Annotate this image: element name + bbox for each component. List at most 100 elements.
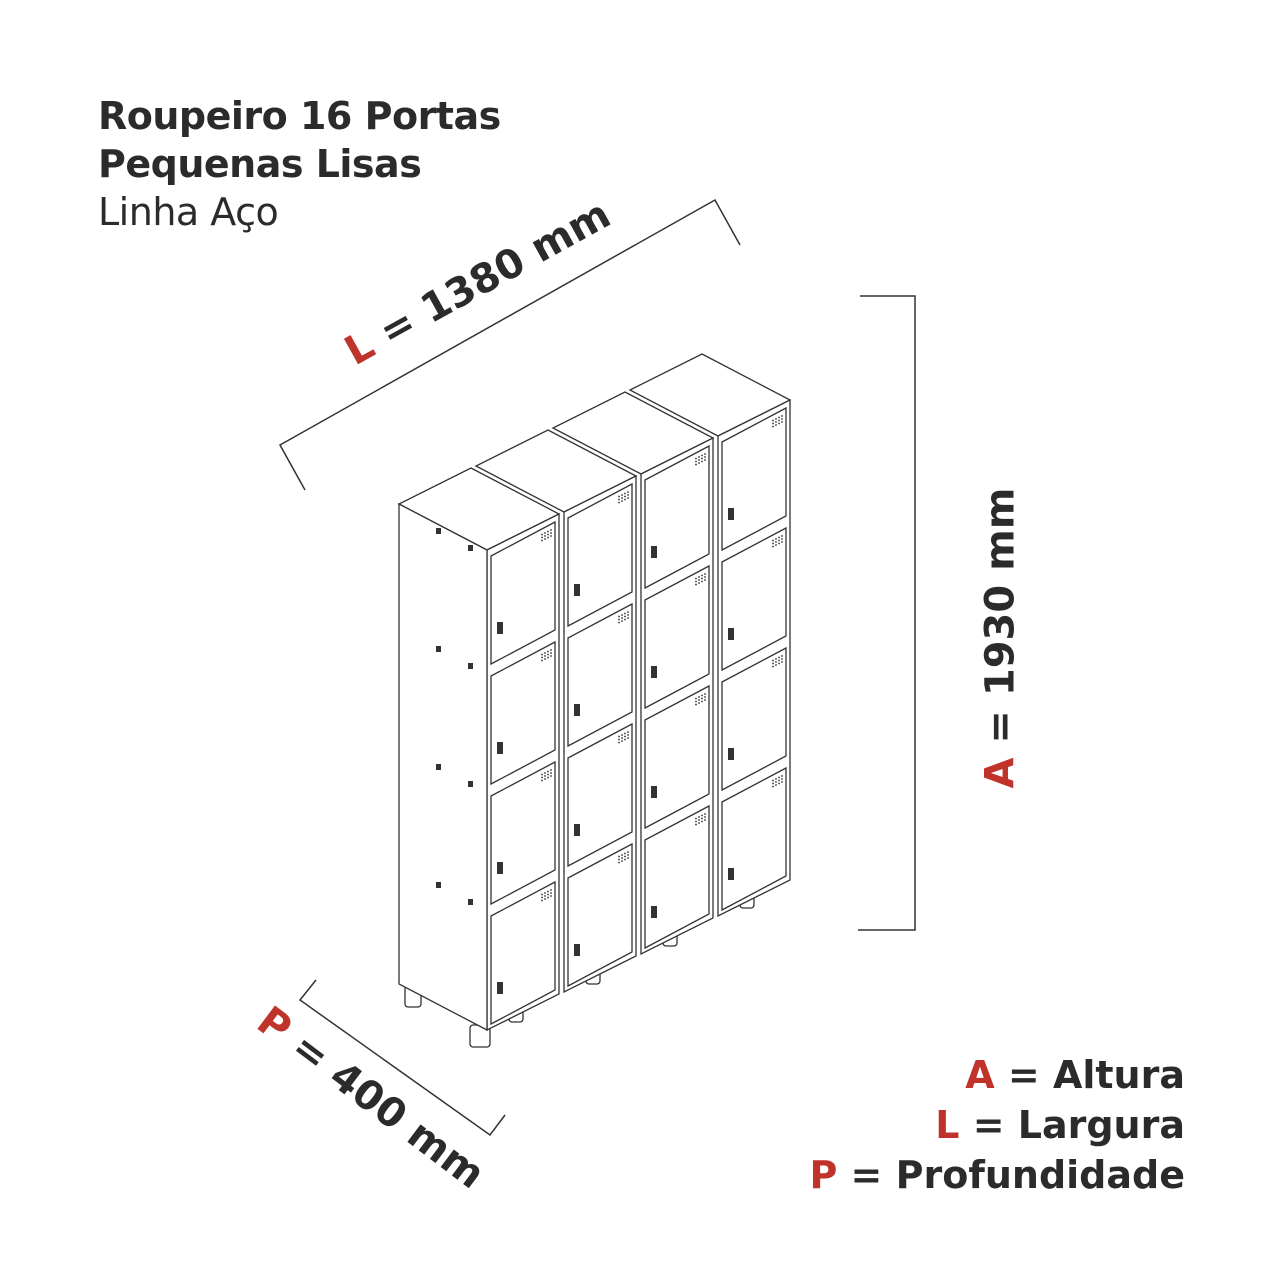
vent-hole [550, 649, 552, 651]
side-panel [398, 502, 488, 1032]
vent-hole [547, 770, 549, 773]
vent-hole [547, 773, 549, 776]
vent-hole [698, 462, 700, 464]
vent-hole [624, 612, 626, 615]
lock-icon [651, 786, 657, 798]
vent-hole [550, 769, 552, 771]
vent-hole [775, 664, 777, 666]
vent-hole [618, 615, 620, 618]
vent-hole [627, 614, 629, 616]
vent-hole [624, 852, 626, 855]
vent-hole [621, 857, 623, 859]
vent-hole [772, 782, 774, 785]
vent-hole [621, 740, 623, 742]
lock-icon [651, 666, 657, 678]
vent-hole [781, 778, 783, 780]
vent-hole [624, 732, 626, 735]
vent-hole [544, 655, 546, 657]
vent-hole [618, 855, 620, 858]
vent-hole [698, 456, 700, 458]
vent-hole [624, 738, 626, 741]
vent-hole [544, 532, 546, 534]
vent-hole [618, 861, 620, 864]
vent-hole [704, 456, 706, 458]
vent-hole [704, 696, 706, 698]
vent-hole [778, 779, 780, 782]
locker-door [721, 406, 787, 552]
vent-hole [772, 539, 774, 542]
vent-hole [621, 734, 623, 736]
vent-hole [627, 611, 629, 613]
vent-hole [704, 453, 706, 455]
vent-hole [627, 737, 629, 739]
side-bolt [468, 781, 473, 787]
vent-hole [701, 694, 703, 697]
vent-hole [701, 817, 703, 820]
vent-hole [695, 823, 697, 826]
vent-hole [778, 419, 780, 422]
vent-hole [778, 776, 780, 779]
lock-icon [728, 868, 734, 880]
lock-icon [574, 944, 580, 956]
lock-icon [574, 824, 580, 836]
vent-hole [698, 816, 700, 818]
vent-hole [550, 652, 552, 654]
vent-hole [695, 700, 697, 703]
vent-hole [781, 541, 783, 543]
vent-hole [541, 539, 543, 542]
locker-unit [397, 353, 792, 1048]
vent-hole [704, 573, 706, 575]
vent-hole [772, 422, 774, 425]
vent-hole [695, 820, 697, 823]
legend-item-profundidade: P = Profundidade [809, 1153, 1185, 1197]
vent-hole [695, 577, 697, 580]
vent-hole [618, 618, 620, 621]
vent-hole [775, 544, 777, 546]
depth-dimension-line [298, 979, 506, 1137]
vent-hole [698, 819, 700, 821]
vent-hole [550, 775, 552, 777]
vent-hole [547, 893, 549, 896]
vent-hole [701, 574, 703, 577]
locker-door [721, 526, 787, 672]
vent-hole [618, 735, 620, 738]
vent-hole [621, 737, 623, 739]
vent-hole [701, 697, 703, 700]
vent-hole [772, 665, 774, 668]
lock-icon [497, 622, 503, 634]
vent-hole [772, 662, 774, 665]
vent-hole [778, 656, 780, 659]
vent-hole [695, 457, 697, 460]
locker-door [644, 684, 710, 830]
vent-hole [772, 785, 774, 788]
vent-hole [704, 699, 706, 701]
vent-hole [541, 533, 543, 536]
vent-hole [704, 819, 706, 821]
legend-item-largura: L = Largura [935, 1103, 1185, 1147]
vent-hole [778, 536, 780, 539]
vent-hole [778, 416, 780, 419]
vent-hole [621, 494, 623, 496]
lock-icon [497, 742, 503, 754]
locker-door [490, 640, 556, 786]
vent-hole [778, 662, 780, 665]
vent-hole [698, 822, 700, 824]
vent-hole [698, 579, 700, 581]
vent-hole [701, 454, 703, 457]
vent-hole [775, 538, 777, 540]
vent-hole [627, 851, 629, 853]
vent-hole [627, 854, 629, 856]
vent-hole [547, 656, 549, 659]
locker-door [490, 880, 556, 1026]
vent-hole [624, 492, 626, 495]
locker-door [644, 564, 710, 710]
side-bolt [436, 646, 441, 652]
vent-hole [701, 457, 703, 460]
vent-hole [775, 541, 777, 543]
lock-icon [497, 862, 503, 874]
vent-hole [541, 773, 543, 776]
vent-hole [544, 652, 546, 654]
vent-hole [781, 418, 783, 420]
vent-hole [547, 536, 549, 539]
vent-hole [695, 817, 697, 820]
